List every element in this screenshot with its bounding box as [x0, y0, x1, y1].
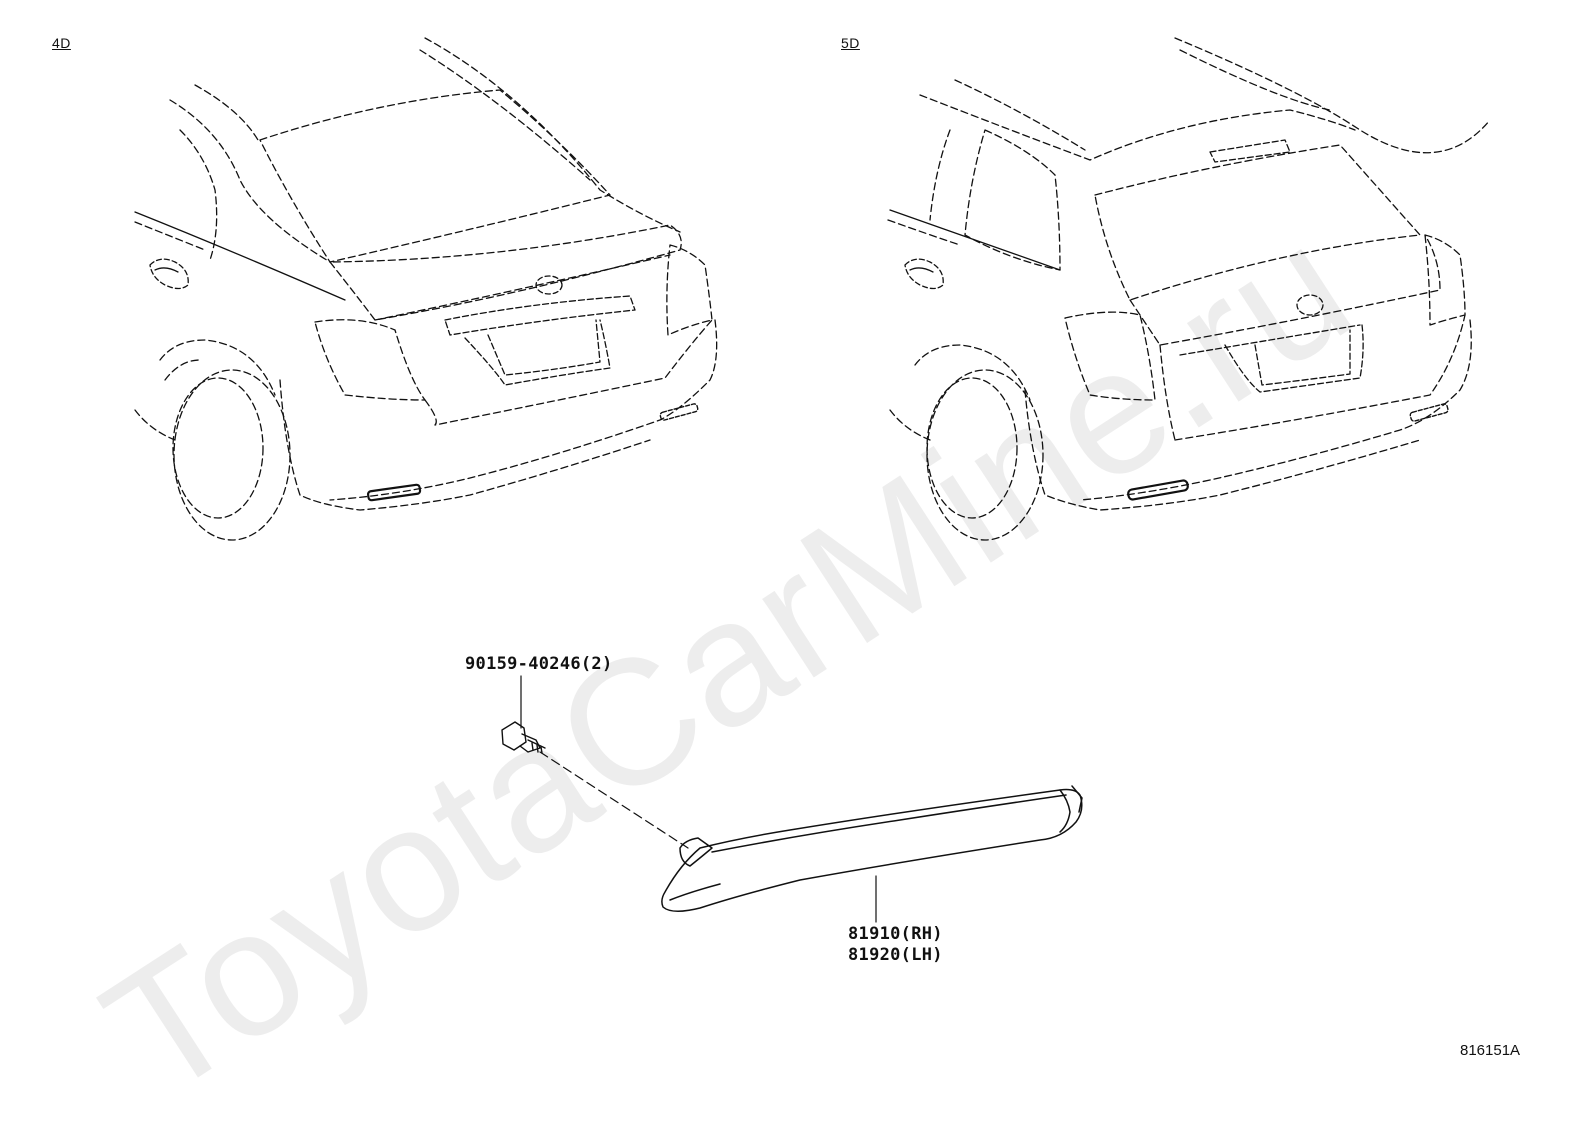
variant-label-4d: 4D — [52, 35, 71, 51]
bolt-part-number: 90159-40246(2) — [465, 654, 613, 674]
variant-label-5d: 5D — [841, 35, 860, 51]
reflector-part-number-lh: 81920(LH) — [848, 945, 943, 965]
wagon-illustration — [888, 38, 1490, 540]
assembly-line — [540, 752, 688, 848]
reflector-icon — [662, 786, 1082, 911]
sedan-illustration — [135, 38, 717, 540]
bolt-icon — [502, 722, 545, 753]
reflector-part-number-rh: 81910(RH) — [848, 924, 943, 944]
parts-diagram: ToyotaCarMine.ru 4D 5D — [52, 35, 1521, 1134]
diagram-id: 816151A — [1460, 1042, 1521, 1059]
